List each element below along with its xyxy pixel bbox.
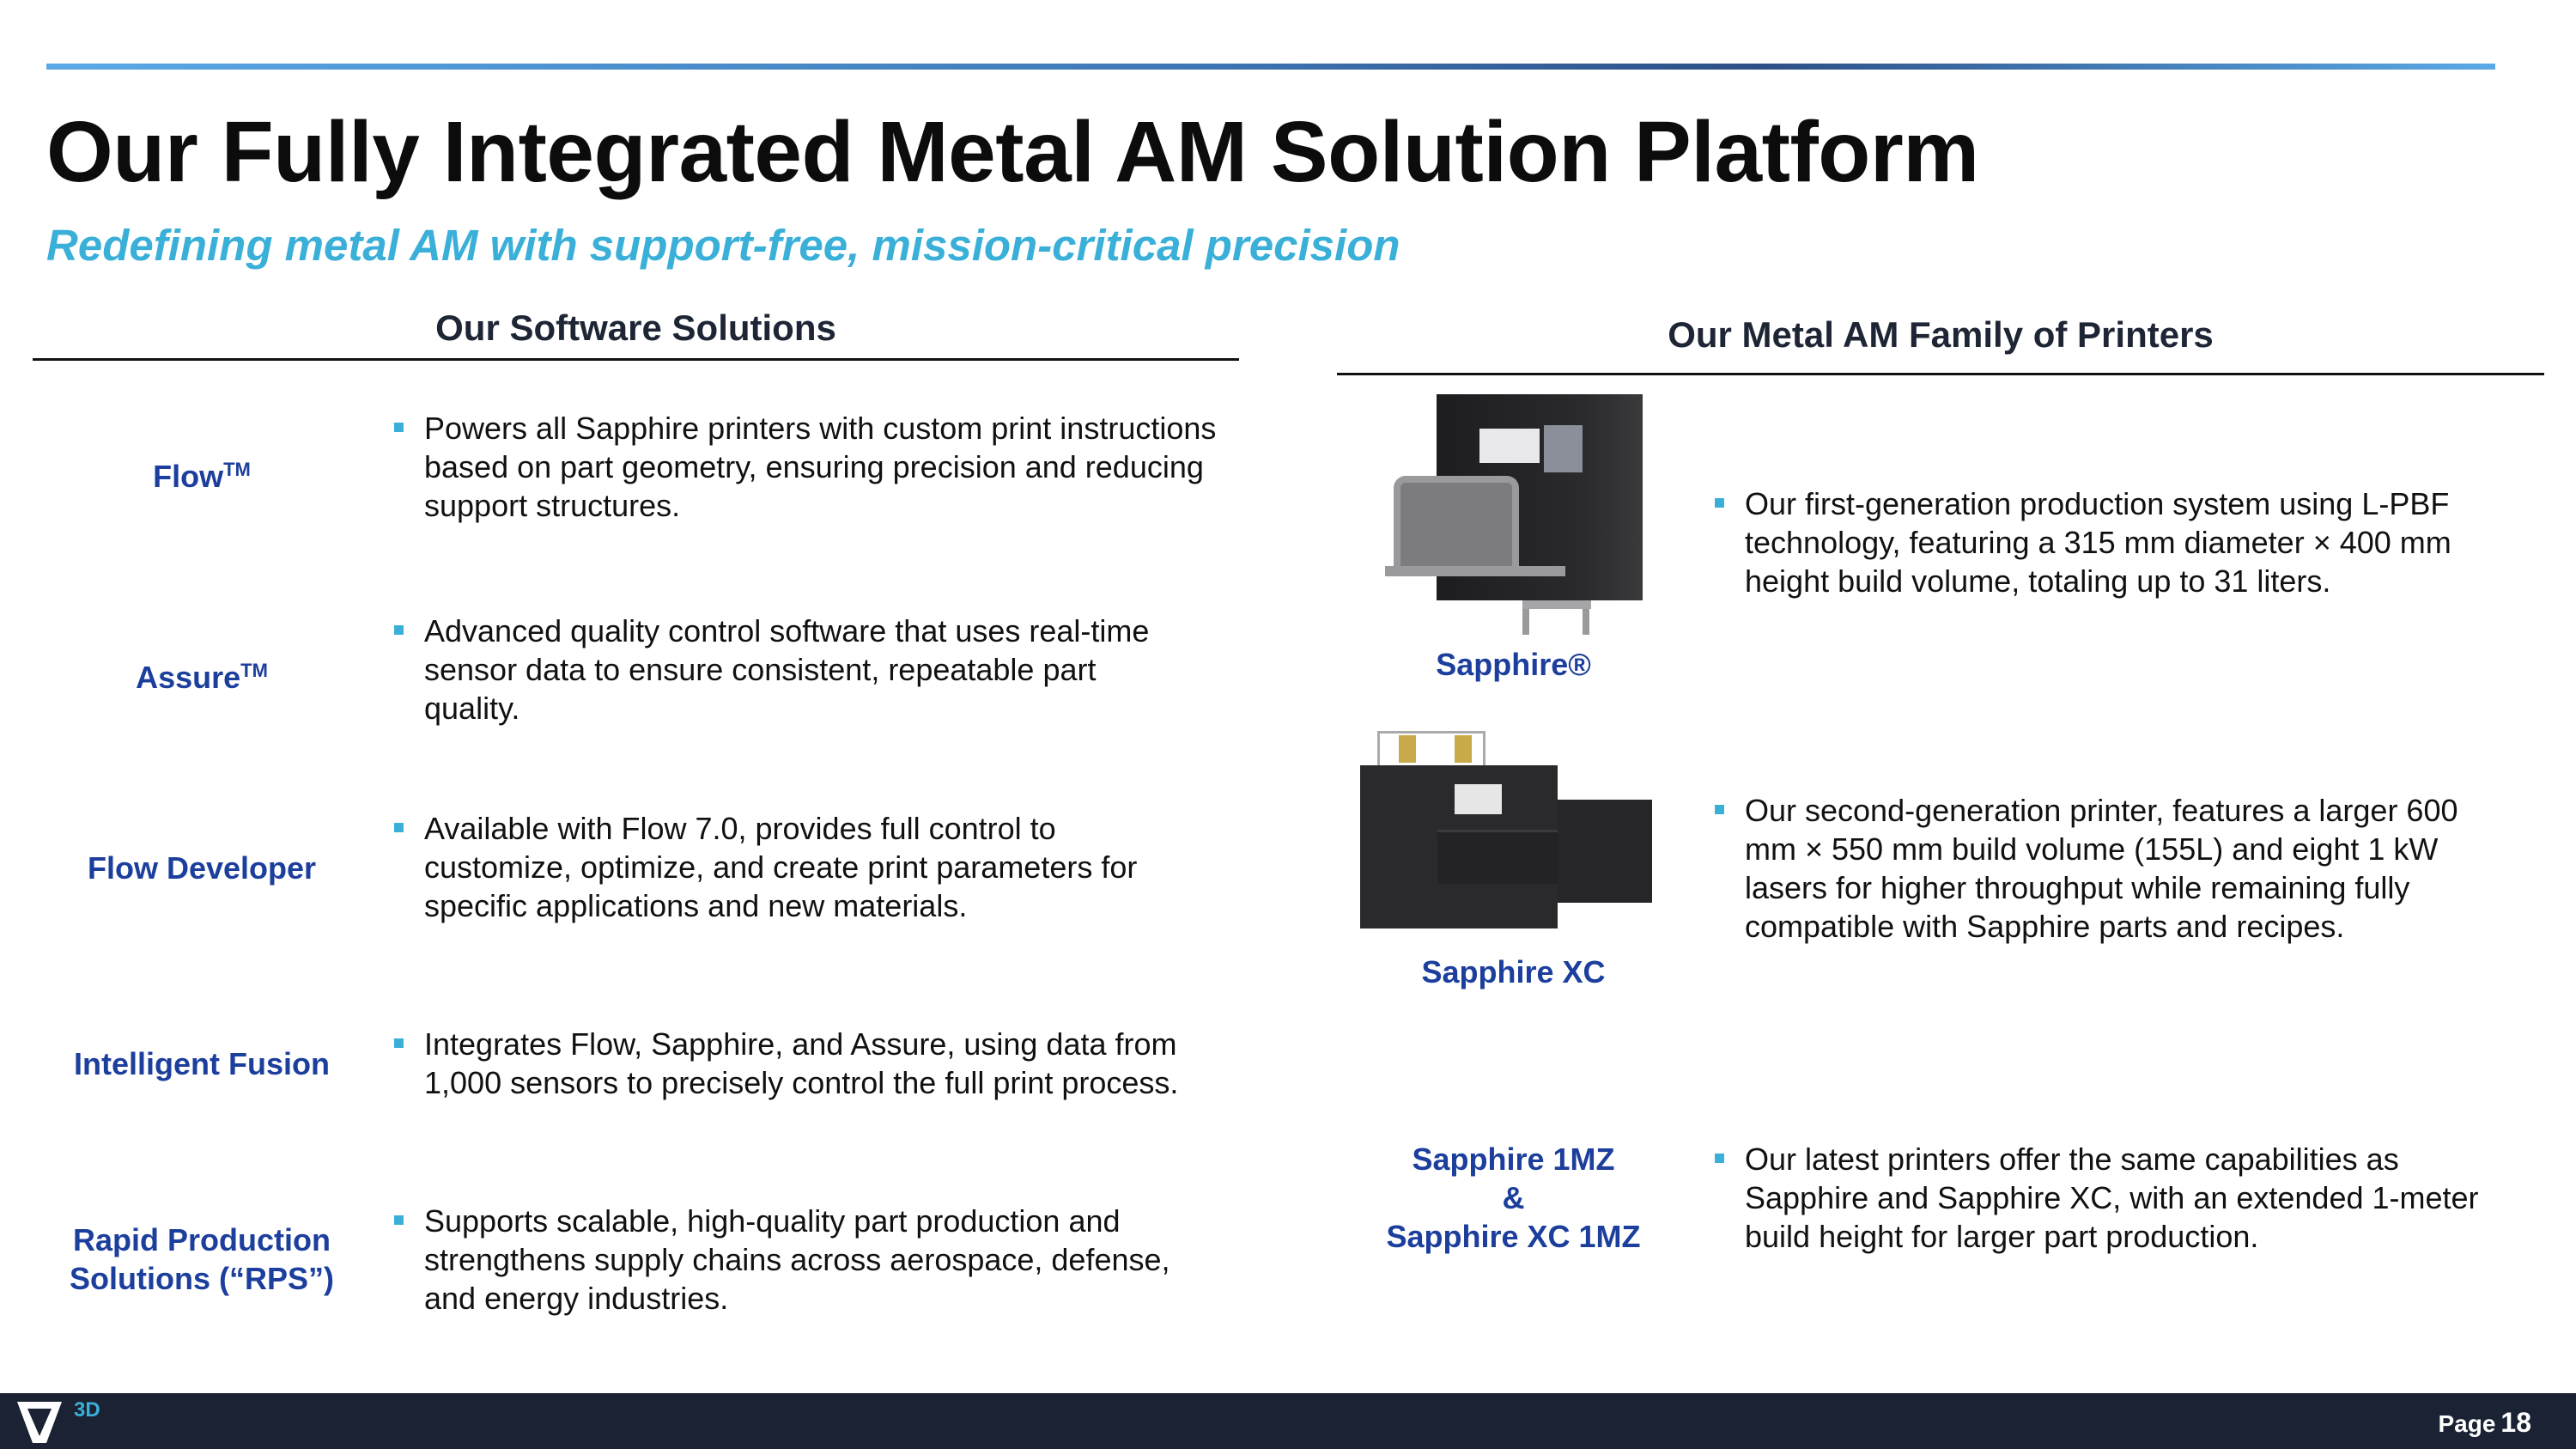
sapphire-xc-printer-image — [1360, 731, 1653, 928]
software-label-flow-developer: Flow Developer — [87, 850, 317, 886]
bullet-icon — [1715, 498, 1724, 508]
bullet-icon — [1715, 805, 1724, 814]
printer-label-sapphire-xc: Sapphire XC — [1421, 954, 1606, 989]
label-line: Sapphire 1MZ — [1412, 1142, 1615, 1177]
printer-label-1mz: Sapphire 1MZ & Sapphire XC 1MZ — [1374, 1140, 1653, 1256]
software-bullet-intelligent-fusion: Integrates Flow, Sapphire, and Assure, u… — [394, 1025, 1231, 1102]
page-subtitle: Redefining metal AM with support-free, m… — [46, 221, 1400, 270]
software-label-flow: FlowTM — [153, 459, 251, 494]
bullet-icon — [394, 1038, 404, 1048]
software-divider — [33, 358, 1239, 361]
velo3d-logo-icon — [17, 1402, 62, 1443]
bullet-icon — [394, 1215, 404, 1225]
software-label-intelligent-fusion: Intelligent Fusion — [74, 1046, 330, 1081]
bullet-icon — [394, 823, 404, 832]
printer-bullet-1mz: Our latest printers offer the same capab… — [1715, 1140, 2518, 1256]
logo-text: 3D — [74, 1398, 100, 1422]
printer-bullet-sapphire: Our first-generation production system u… — [1715, 484, 2518, 600]
printer-label-sapphire: Sapphire® — [1436, 647, 1591, 682]
top-accent-bar — [46, 64, 2495, 70]
bullet-icon — [394, 423, 404, 432]
bullet-icon — [394, 625, 404, 635]
page-title: Our Fully Integrated Metal AM Solution P… — [46, 104, 1979, 200]
software-bullet-rps: Supports scalable, high-quality part pro… — [394, 1202, 1197, 1318]
printers-divider — [1337, 373, 2544, 375]
software-bullet-assure: Advanced quality control software that u… — [394, 612, 1197, 728]
bullet-icon — [1715, 1154, 1724, 1163]
software-section-header: Our Software Solutions — [435, 307, 836, 348]
software-label-assure: AssureTM — [136, 660, 268, 695]
printer-bullet-sapphire-xc: Our second-generation printer, features … — [1715, 791, 2518, 946]
sapphire-printer-image — [1376, 394, 1643, 637]
software-bullet-flow: Powers all Sapphire printers with custom… — [394, 409, 1231, 525]
software-label-rps: Rapid Production Solutions (“RPS”) — [70, 1222, 334, 1296]
footer-bar — [0, 1393, 2576, 1449]
label-line: Sapphire XC 1MZ — [1386, 1219, 1641, 1254]
software-bullet-flow-developer: Available with Flow 7.0, provides full c… — [394, 809, 1197, 925]
printers-section-header: Our Metal AM Family of Printers — [1668, 314, 2214, 355]
label-line: & — [1502, 1180, 1525, 1215]
